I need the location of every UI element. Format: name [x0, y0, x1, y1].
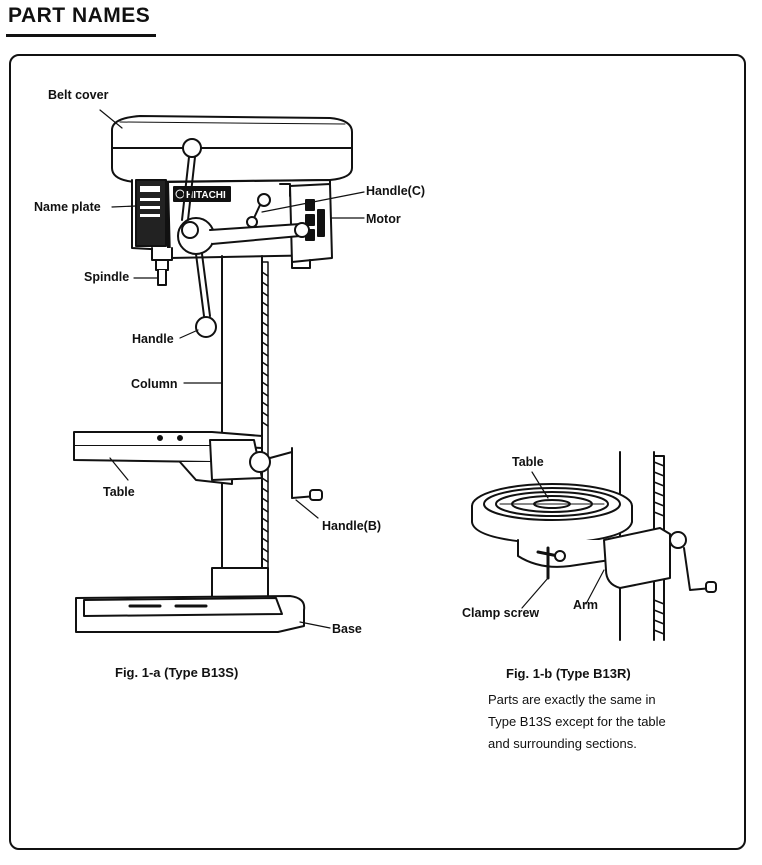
label-spindle: Spindle [84, 270, 130, 284]
note-line: and surrounding sections. [488, 736, 637, 751]
brand-text: HITACHI [186, 190, 226, 201]
figure-frame [9, 54, 746, 850]
label-name-plate: Name plate [34, 200, 101, 214]
page-title: PART NAMES [8, 4, 151, 27]
clamp-screw-b-drawing [536, 546, 566, 580]
label-handle: Handle [132, 332, 174, 346]
table-drawing [73, 431, 323, 501]
feed-handle-drawing [181, 138, 217, 338]
note-text: Parts are exactly the same in Type B13S … [488, 689, 718, 755]
round-table-b-drawing [471, 483, 633, 545]
label-base: Base [332, 622, 362, 636]
label-handle-b: Handle(B) [322, 519, 382, 533]
caption-fig-1a: Fig. 1-a (Type B13S) [115, 665, 239, 680]
label-table: Table [103, 485, 135, 499]
label-column: Column [131, 377, 178, 391]
label-table-b: Table [512, 455, 544, 469]
leader-lines-a [99, 109, 365, 629]
column-drawing [221, 255, 269, 601]
arm-bracket-b-drawing [517, 527, 717, 593]
label-clamp-screw: Clamp screw [462, 606, 540, 620]
spindle-drawing [151, 247, 173, 286]
leader-lines-b [521, 471, 605, 609]
label-motor: Motor [366, 212, 401, 226]
note-line: Parts are exactly the same in [488, 692, 656, 707]
title-underline [6, 34, 156, 37]
caption-fig-1b: Fig. 1-b (Type B13R) [506, 666, 631, 681]
label-belt-cover: Belt cover [48, 88, 109, 102]
label-arm: Arm [573, 598, 599, 612]
belt-cover-drawing [111, 115, 353, 183]
note-line: Type B13S except for the table [488, 714, 666, 729]
label-handle-c: Handle(C) [366, 184, 426, 198]
base-drawing [75, 567, 306, 633]
